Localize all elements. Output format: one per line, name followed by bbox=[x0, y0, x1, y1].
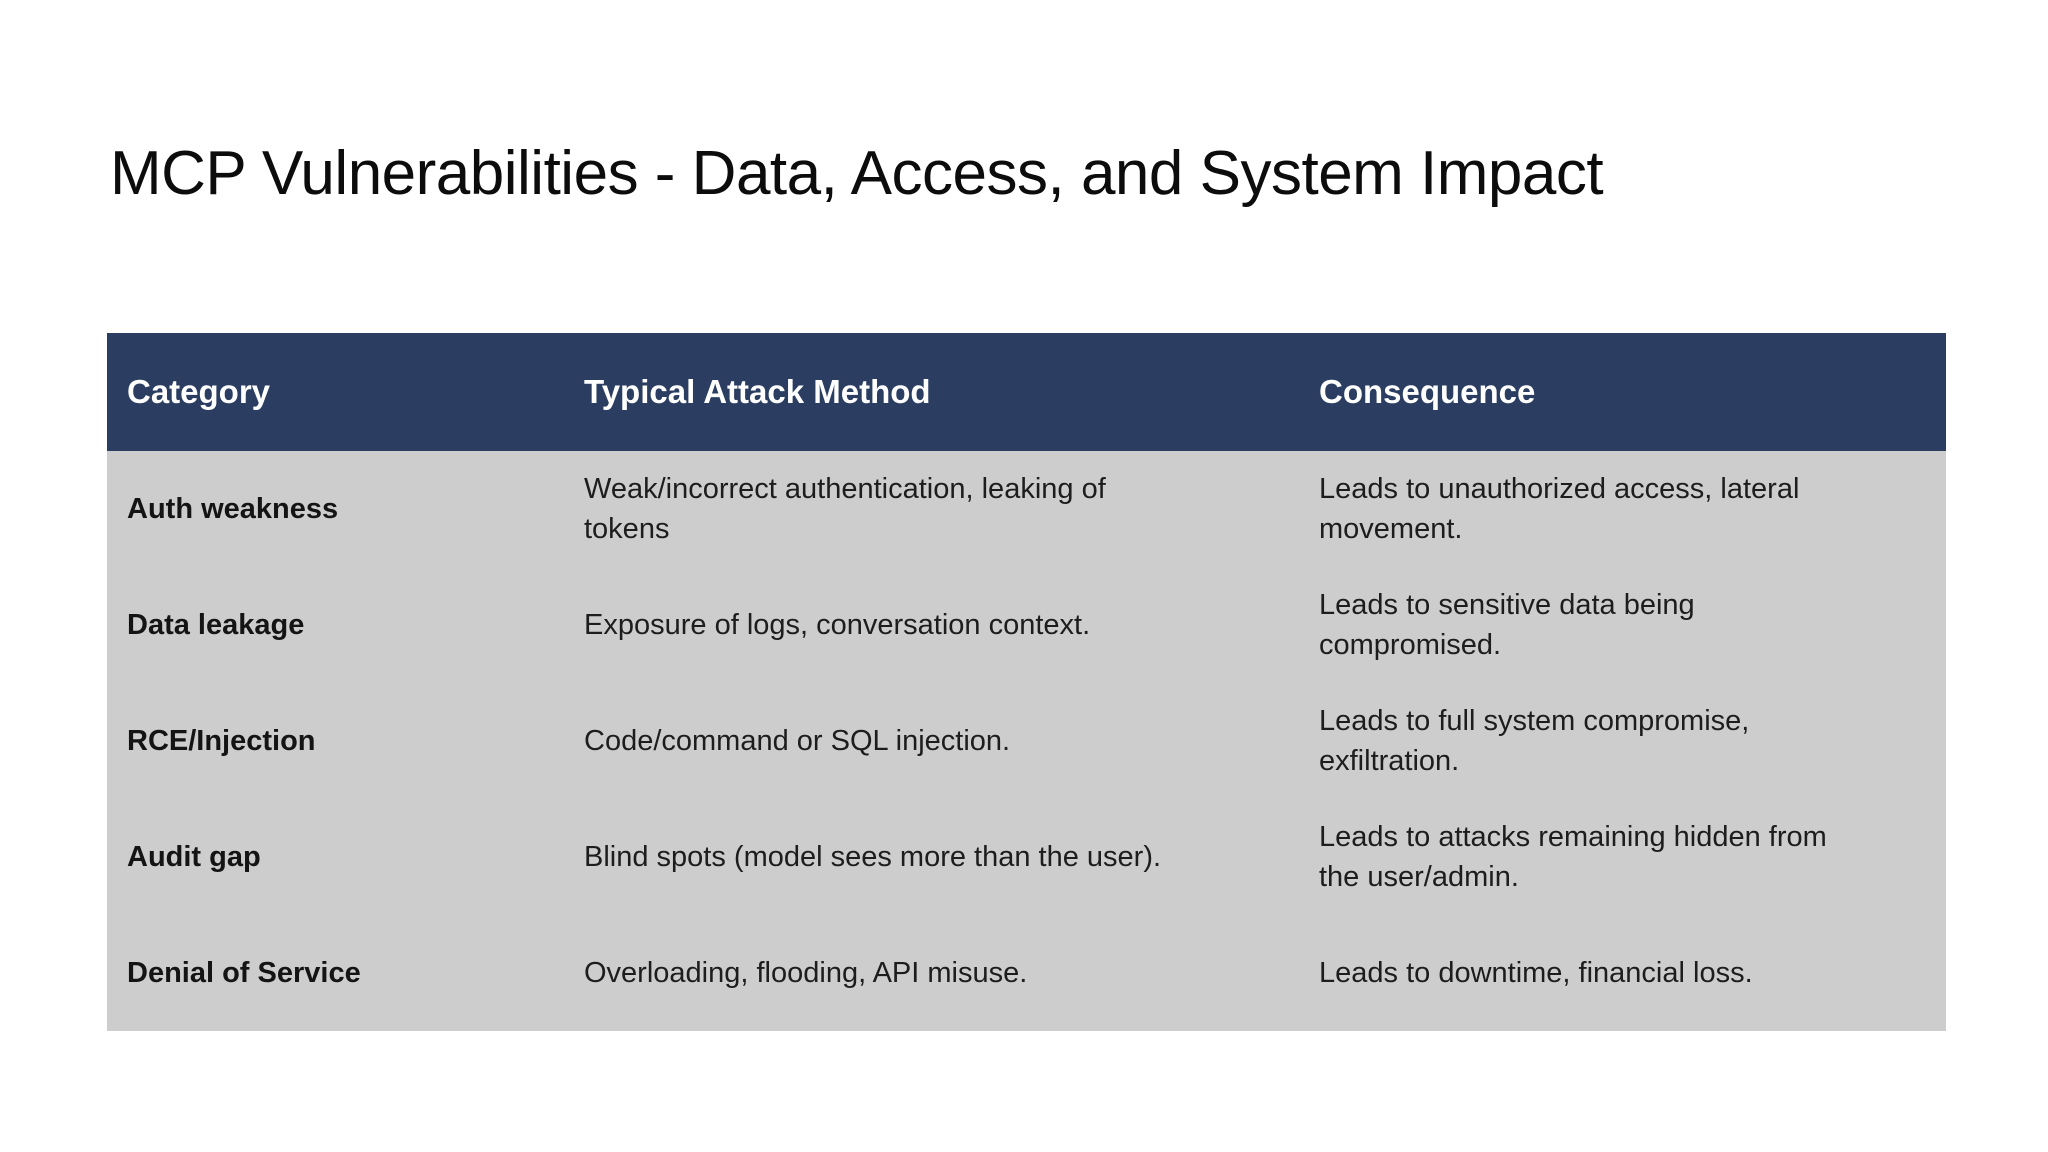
header-cell-consequence: Consequence bbox=[1319, 373, 1536, 410]
method-cell: Blind spots (model sees more than the us… bbox=[584, 841, 1162, 873]
method-cell: Overloading, flooding, API misuse. bbox=[584, 957, 1028, 989]
table-row: Data leakage Exposure of logs, conversat… bbox=[107, 567, 1946, 683]
method-cell: Weak/incorrect authentication, leaking o… bbox=[584, 473, 1106, 545]
consequence-cell: Leads to attacks remaining hidden from t… bbox=[1319, 821, 1827, 893]
table-row: Auth weakness Weak/incorrect authenticat… bbox=[107, 451, 1946, 567]
category-cell: RCE/Injection bbox=[127, 725, 316, 757]
method-cell: Code/command or SQL injection. bbox=[584, 725, 1011, 757]
method-cell: Exposure of logs, conversation context. bbox=[584, 609, 1091, 641]
table-row: Audit gap Blind spots (model sees more t… bbox=[107, 799, 1946, 915]
table-row: Denial of Service Overloading, flooding,… bbox=[107, 915, 1946, 1031]
category-cell: Denial of Service bbox=[127, 957, 361, 989]
consequence-cell: Leads to sensitive data being compromise… bbox=[1319, 589, 1695, 661]
header-cell-attack-method: Typical Attack Method bbox=[584, 373, 931, 410]
page-title: MCP Vulnerabilities - Data, Access, and … bbox=[110, 138, 1604, 208]
category-cell: Data leakage bbox=[127, 609, 305, 641]
vulnerability-table: Category Typical Attack Method Consequen… bbox=[107, 333, 1946, 1031]
consequence-cell: Leads to unauthorized access, lateral mo… bbox=[1319, 473, 1800, 545]
consequence-cell: Leads to full system compromise, exfiltr… bbox=[1319, 705, 1750, 777]
table-row: RCE/Injection Code/command or SQL inject… bbox=[107, 683, 1946, 799]
table-header-row: Category Typical Attack Method Consequen… bbox=[107, 333, 1946, 451]
category-cell: Auth weakness bbox=[127, 493, 339, 525]
category-cell: Audit gap bbox=[127, 841, 261, 873]
consequence-cell: Leads to downtime, financial loss. bbox=[1319, 957, 1753, 989]
header-cell-category: Category bbox=[127, 373, 271, 410]
